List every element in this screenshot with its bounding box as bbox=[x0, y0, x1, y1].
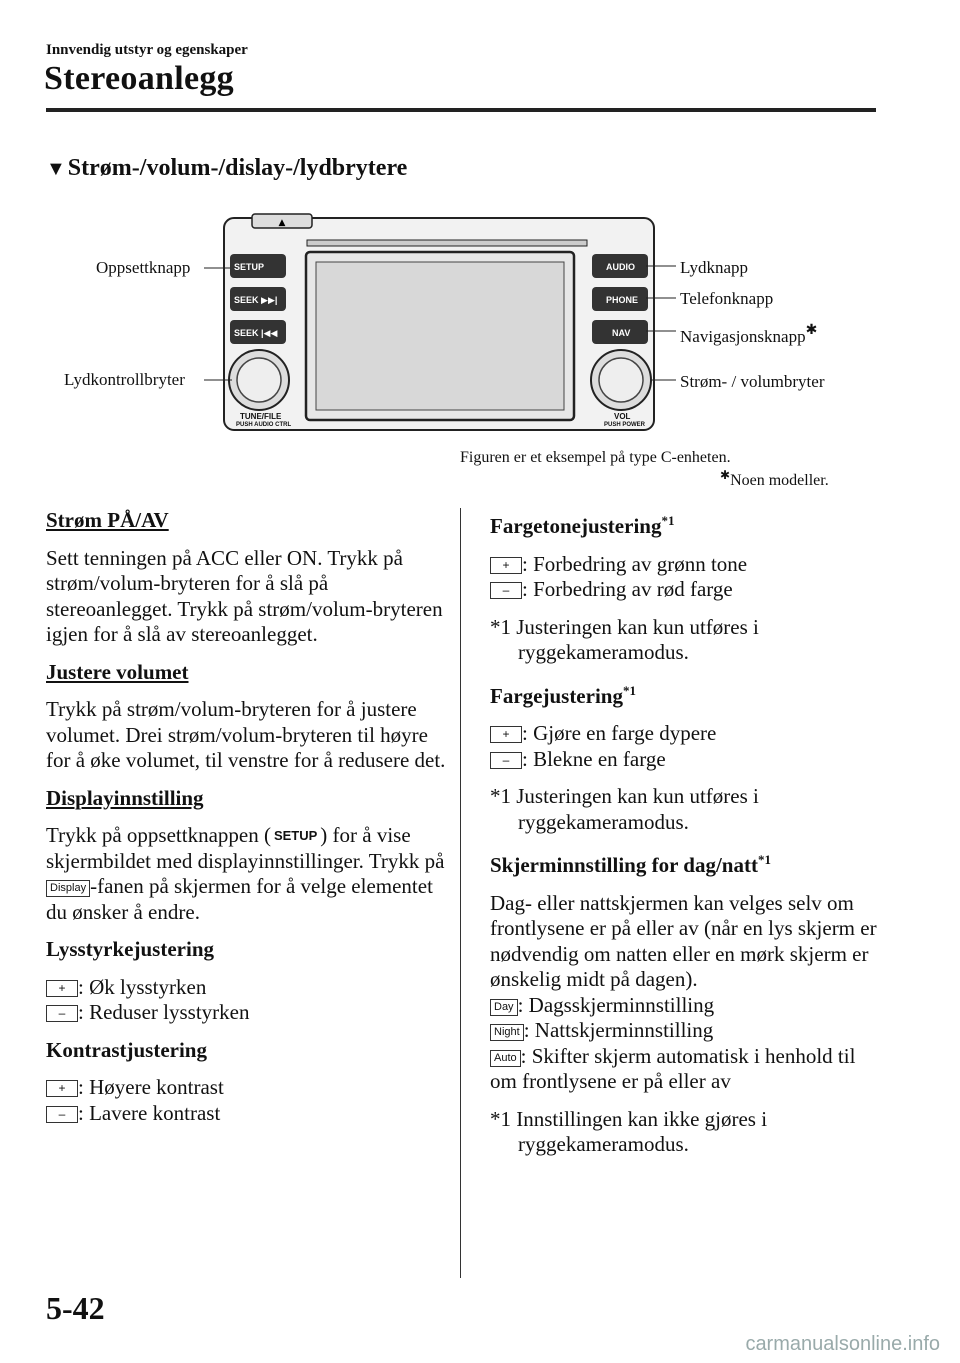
setup-key-icon: SETUP bbox=[270, 828, 321, 843]
plus-key-icon: + bbox=[490, 556, 522, 574]
auto-option: Auto: Skifter skjerm automatisk i henhol… bbox=[490, 1043, 856, 1093]
callout-phone: Telefonknapp bbox=[680, 289, 774, 308]
power-text: Sett tenningen på ACC eller ON. Trykk på… bbox=[46, 545, 443, 647]
chapter-label: Innvendig utstyr og egenskaper bbox=[46, 42, 248, 58]
night-option: Night: Nattskjerminnstilling bbox=[490, 1018, 880, 1044]
callout-setup: Oppsettknapp bbox=[96, 258, 191, 277]
skip-forward-icon: ▶▶| bbox=[261, 295, 278, 305]
asterisk-icon: ✱ bbox=[805, 323, 818, 338]
plus-key-icon: + bbox=[46, 979, 78, 997]
unit-label-tune-sub: PUSH AUDIO CTRL bbox=[236, 422, 292, 428]
callout-audio: Lydknapp bbox=[680, 258, 748, 277]
night-key-icon: Night bbox=[490, 1024, 524, 1041]
daynight-note: *1 Innstillingen kan ikke gjøres i rygge… bbox=[490, 1106, 768, 1157]
head-unit-figure: ▲ bbox=[223, 213, 655, 431]
right-column: Fargetonejustering*1 +: Forbedring av gr… bbox=[490, 508, 880, 1158]
daynight-text: Dag- eller nattskjermen kan velges selv … bbox=[490, 890, 877, 992]
heading-display: Displayinnstilling bbox=[46, 785, 204, 810]
color-note: *1 Justeringen kan kun utføres i ryggeka… bbox=[490, 784, 759, 834]
contrast-plus: +: Høyere kontrast bbox=[46, 1075, 446, 1101]
unit-label-nav: NAV bbox=[612, 328, 631, 338]
subsection-title-text: Strøm-/volum-/dislay-/lydbrytere bbox=[67, 155, 408, 181]
svg-text:▲: ▲ bbox=[279, 218, 286, 228]
unit-label-phone: PHONE bbox=[606, 295, 639, 305]
display-text: Trykk på oppsettknappen (SETUP) for å vi… bbox=[46, 823, 445, 924]
unit-label-vol-sub: PUSH POWER bbox=[604, 422, 646, 428]
day-key-icon: Day bbox=[490, 998, 518, 1016]
watermark: carmanualsonline.info bbox=[745, 1333, 940, 1355]
callout-audio-ctrl: Lydkontrollbryter bbox=[64, 370, 185, 389]
minus-key-icon: – bbox=[46, 1105, 78, 1123]
minus-key-icon: – bbox=[46, 1005, 78, 1022]
header-rule bbox=[46, 108, 876, 112]
section-title: Stereoanlegg bbox=[44, 60, 234, 97]
figure-caption: Figuren er et eksempel på type C-enheten… bbox=[460, 449, 731, 466]
plus-key-icon: + bbox=[46, 1080, 78, 1097]
unit-label-setup: SETUP bbox=[234, 262, 265, 272]
color-minus: –: Blekne en farge bbox=[490, 747, 880, 773]
volume-text: Trykk på strøm/volum-bryteren for å just… bbox=[46, 697, 446, 772]
unit-label-seek-down: SEEK |◀◀ bbox=[234, 328, 278, 338]
page-number: 5-42 bbox=[46, 1290, 105, 1326]
subsection-title: ▼Strøm-/volum-/dislay-/lydbrytere bbox=[46, 155, 407, 182]
heading-volume: Justere volumet bbox=[46, 659, 189, 684]
tint-minus: –: Forbedring av rød farge bbox=[490, 577, 880, 603]
unit-label-tune: TUNE/FILE bbox=[240, 412, 282, 421]
minus-key-icon: – bbox=[490, 751, 522, 769]
heading-tint: Fargetonejustering*1 bbox=[490, 513, 675, 538]
minus-key-icon: – bbox=[490, 582, 522, 599]
heading-brightness: Lysstyrkejustering bbox=[46, 937, 214, 961]
plus-key-icon: + bbox=[490, 726, 522, 743]
triangle-marker-icon: ▼ bbox=[46, 158, 66, 180]
contrast-minus: –: Lavere kontrast bbox=[46, 1101, 446, 1127]
tint-note: *1 Justeringen kan kun utføres i ryggeka… bbox=[490, 614, 759, 665]
left-column: Strøm PÅ/AV Sett tenningen på ACC eller … bbox=[46, 508, 446, 1126]
brightness-plus: +: Øk lysstyrken bbox=[46, 975, 446, 1001]
unit-label-vol: VOL bbox=[614, 412, 631, 421]
unit-label-seek-up: SEEK ▶▶| bbox=[234, 295, 278, 305]
display-tab-key-icon: Display bbox=[46, 880, 91, 897]
heading-contrast: Kontrastjustering bbox=[46, 1037, 207, 1062]
heading-color: Fargejustering*1 bbox=[490, 682, 636, 708]
day-option: Day: Dagsskjerminnstilling bbox=[490, 993, 880, 1019]
unit-label-audio: AUDIO bbox=[606, 262, 635, 272]
tint-plus: +: Forbedring av grønn tone bbox=[490, 552, 880, 578]
callout-nav: Navigasjonsknapp✱ bbox=[680, 323, 818, 346]
brightness-minus: –: Reduser lysstyrken bbox=[46, 1000, 446, 1026]
auto-key-icon: Auto bbox=[490, 1049, 521, 1067]
column-divider bbox=[460, 508, 461, 1278]
heading-power: Strøm PÅ/AV bbox=[46, 508, 169, 532]
figure-footnote: ✱Noen modeller. bbox=[720, 468, 829, 489]
callout-power: Strøm- / volumbryter bbox=[680, 372, 825, 391]
color-plus: +: Gjøre en farge dypere bbox=[490, 721, 880, 747]
heading-daynight: Skjerminnstilling for dag/natt*1 bbox=[490, 852, 771, 877]
skip-back-icon: |◀◀ bbox=[261, 328, 278, 338]
callout-leaders bbox=[204, 265, 676, 381]
asterisk-icon: ✱ bbox=[720, 468, 731, 482]
